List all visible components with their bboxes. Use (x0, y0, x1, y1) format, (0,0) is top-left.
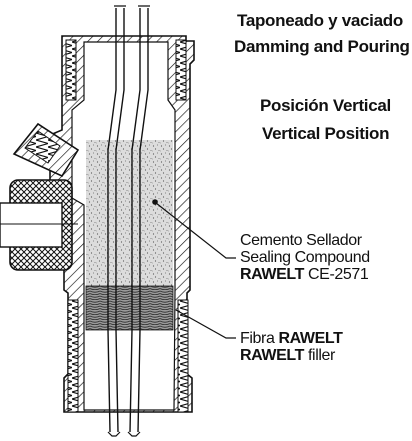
filler-leader (175, 309, 236, 339)
filler-line-en: RAWELT filler (240, 347, 342, 364)
sealing-compound-fill (86, 140, 173, 286)
filler-line-es: Fibra RAWELT (240, 330, 343, 347)
compound-line-es: Cemento Sellador (240, 232, 362, 249)
leader-lines (152, 199, 236, 339)
compound-brand: RAWELT (240, 266, 304, 283)
title-en-position: Vertical Position (262, 124, 390, 143)
title-en-process: Damming and Pouring (234, 37, 410, 56)
fiber-filler-dam (85, 285, 174, 331)
pour-hub (12, 122, 80, 178)
compound-product-code: CE-2571 (303, 266, 369, 283)
filler-suffix: filler (303, 347, 335, 364)
compound-leader (155, 202, 236, 259)
callout-sealing-compound: Cemento Sellador Sealing Compound RAWELT… (240, 232, 370, 283)
filler-prefix: Fibra (240, 330, 279, 347)
title-es-position: Posición Vertical (260, 96, 391, 115)
title-es-process: Taponeado y vaciado (237, 11, 403, 30)
conductors (107, 5, 150, 437)
filler-brand: RAWELT (278, 330, 343, 347)
compound-product: RAWELT CE-2571 (240, 266, 370, 283)
compound-line-en: Sealing Compound (240, 249, 370, 266)
filler-brand-en: RAWELT (240, 347, 304, 364)
drain-plug (0, 179, 78, 271)
callout-fiber-filler: Fibra RAWELT RAWELT filler (240, 330, 343, 364)
